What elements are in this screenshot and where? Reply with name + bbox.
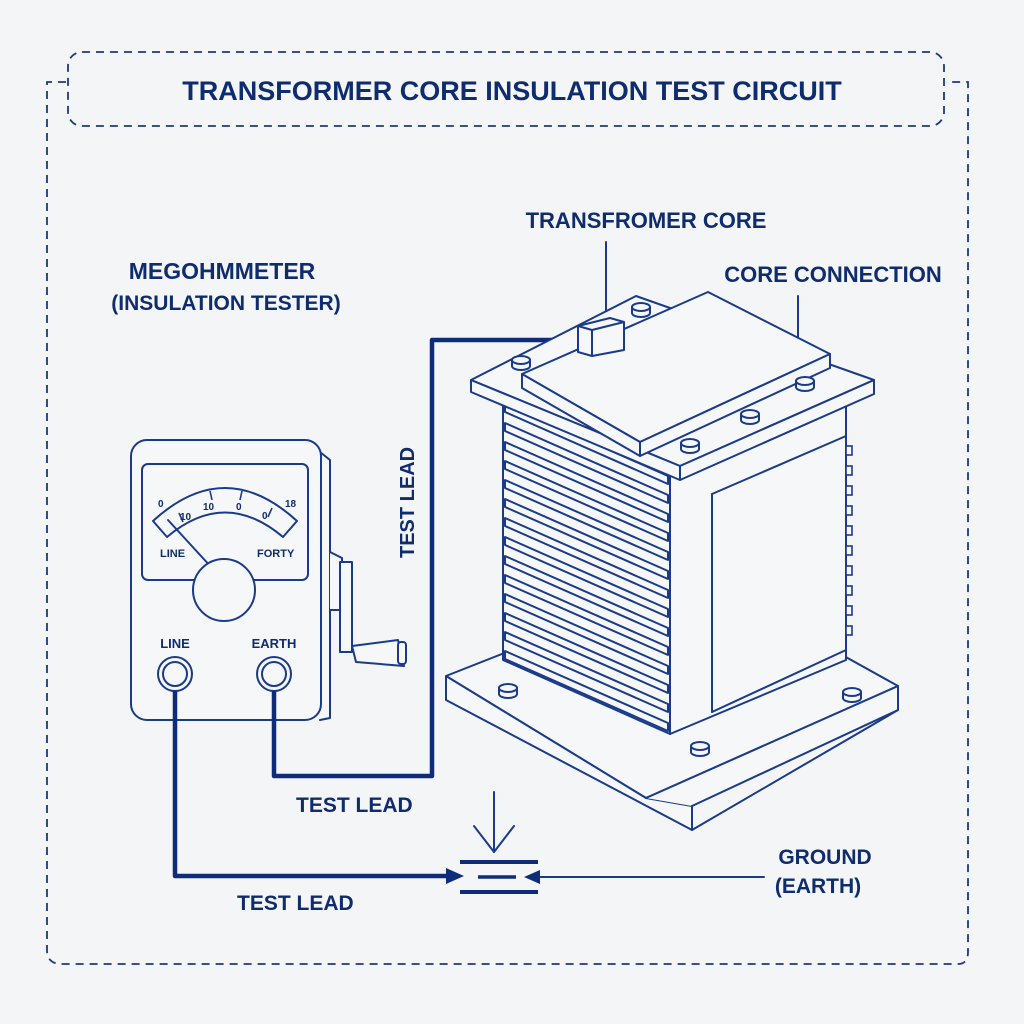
- meter-needle: [167, 519, 213, 569]
- megohmmeter-subtitle: (INSULATION TESTER): [111, 292, 340, 315]
- scale-label-5: 18: [285, 499, 297, 510]
- transformer-core: [445, 291, 899, 831]
- meter-knob[interactable]: [192, 558, 256, 622]
- lamination-sheet: [504, 517, 669, 599]
- lamination-sheet: [504, 498, 669, 580]
- scale-label-1: 10: [180, 512, 192, 523]
- scale-label-3: 0: [236, 502, 242, 513]
- terminal-line-label: LINE: [160, 636, 190, 651]
- test-lead-label-vertical: TEST LEAD: [397, 447, 419, 558]
- bolt-icon: [795, 376, 815, 392]
- outer-frame: [46, 81, 969, 965]
- core-notch: [845, 585, 853, 596]
- megohmmeter-device: 0 10 10 0 0 18 LINE FORTY LINE EARTH: [130, 439, 407, 721]
- dial-left-label: LINE: [160, 548, 185, 560]
- bolt-icon: [680, 438, 700, 454]
- scale-label-4: 0: [262, 511, 268, 522]
- test-lead-label-bottom: TEST LEAD: [237, 892, 354, 915]
- lamination-sheet: [504, 479, 669, 561]
- lamination-sheet: [504, 536, 669, 618]
- lamination-sheet: [504, 612, 669, 694]
- bolt-icon: [511, 355, 531, 371]
- bolts: [498, 302, 862, 757]
- lamination-sheet: [504, 460, 669, 542]
- core-notch: [845, 485, 853, 496]
- arrow-right-icon: [446, 868, 464, 884]
- crank-handle[interactable]: [329, 551, 407, 667]
- core-notch: [845, 605, 853, 616]
- test-lead-line-wire: [172, 691, 448, 879]
- bolt-icon: [842, 687, 862, 703]
- test-lead-earth-wire: [271, 337, 578, 779]
- ground-label: GROUND: [778, 846, 871, 869]
- lamination-sheet: [504, 441, 669, 523]
- bolt-icon: [631, 302, 651, 318]
- lamination-sheet: [504, 555, 669, 637]
- core-notch: [845, 625, 853, 636]
- scale-label-2: 10: [203, 502, 215, 513]
- test-lead-label-middle: TEST LEAD: [296, 794, 413, 817]
- core-connection-label: CORE CONNECTION: [724, 262, 942, 287]
- transformer-core-label: TRANSFROMER CORE: [526, 208, 767, 233]
- core-notch: [845, 565, 853, 576]
- core-notch: [845, 525, 853, 536]
- lamination-sheet: [504, 422, 669, 504]
- lamination-sheet: [504, 593, 669, 675]
- lamination-sheet: [504, 631, 669, 713]
- lamination-sheet: [504, 650, 669, 732]
- scale-label-0: 0: [158, 499, 164, 510]
- core-notch: [845, 445, 853, 456]
- bolt-icon: [740, 409, 760, 425]
- lamination-sheet: [504, 574, 669, 656]
- bolt-icon: [690, 741, 710, 757]
- core-notch: [845, 465, 853, 476]
- core-notch: [845, 505, 853, 516]
- megohmmeter-label: MEGOHMMETER: [129, 258, 316, 284]
- title-frame: [67, 51, 945, 127]
- bolt-icon: [498, 683, 518, 699]
- meter-scale: [152, 487, 298, 538]
- ground-label-earth: (EARTH): [775, 875, 861, 898]
- core-connection-clamp: [577, 317, 625, 357]
- diagram-title: TRANSFORMER CORE INSULATION TEST CIRCUIT: [182, 76, 842, 106]
- core-notch: [845, 545, 853, 556]
- terminal-earth-label: EARTH: [252, 636, 297, 651]
- dial-right-label: FORTY: [257, 548, 295, 560]
- ground-icon: [460, 791, 540, 894]
